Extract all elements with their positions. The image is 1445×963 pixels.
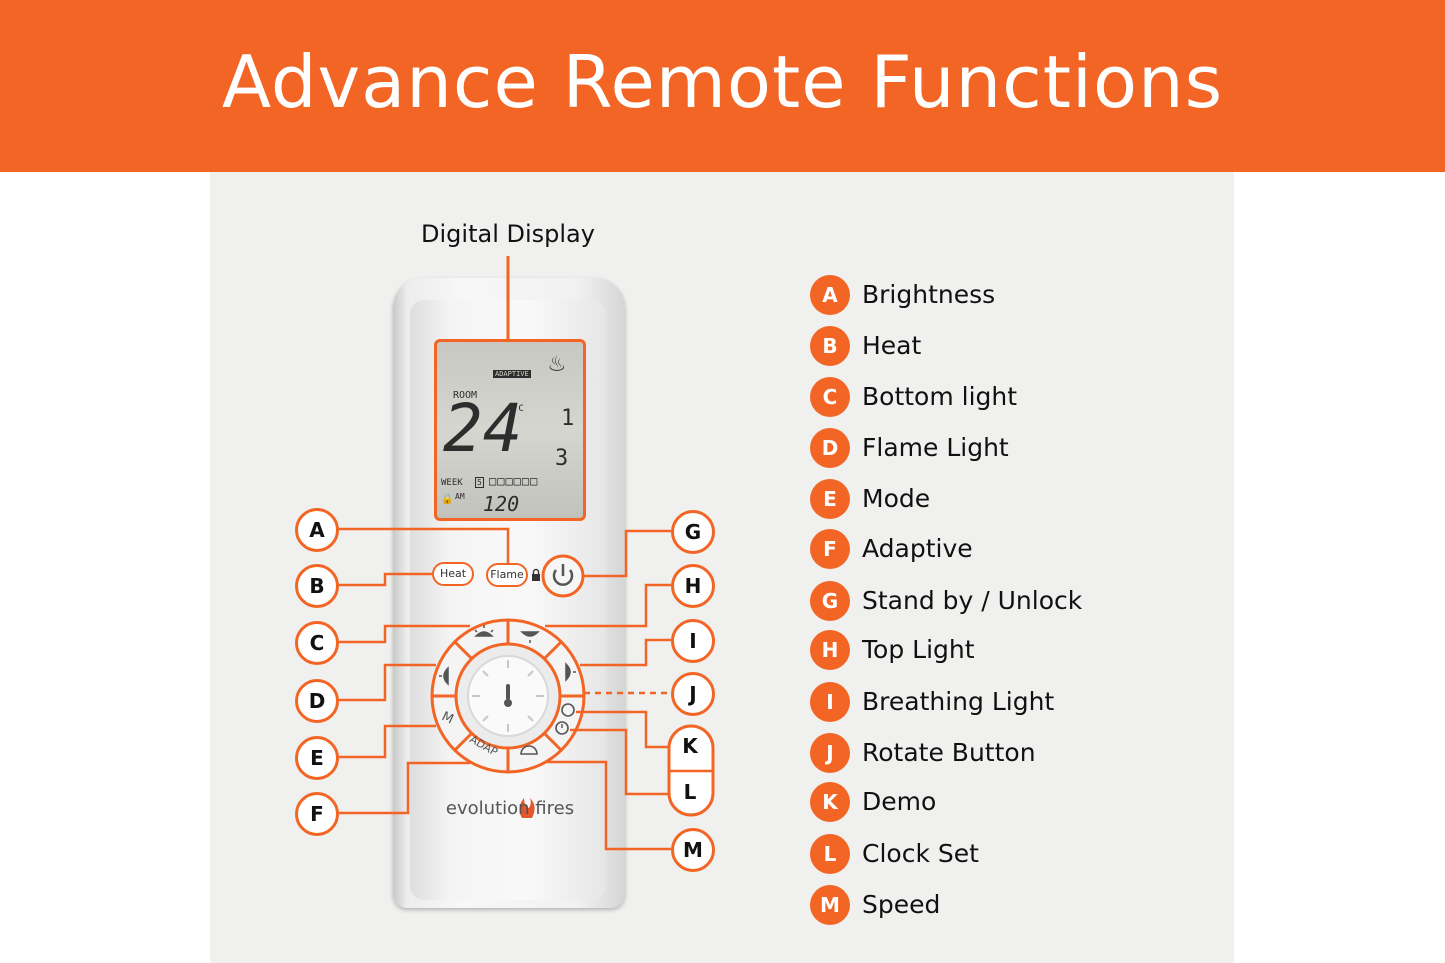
page-title: Advance Remote Functions bbox=[221, 40, 1224, 124]
callout-f: F bbox=[295, 792, 339, 836]
header-bar: Advance Remote Functions bbox=[0, 0, 1445, 172]
legend-letter: A bbox=[810, 275, 850, 315]
lcd-day-boxes: □□□□□□ bbox=[489, 474, 539, 488]
callout-m: M bbox=[671, 828, 715, 872]
clock-icon bbox=[555, 721, 569, 735]
lcd-room-label: ROOM bbox=[453, 390, 478, 401]
legend-label: Top Light bbox=[862, 635, 975, 664]
legend-label: Breathing Light bbox=[862, 687, 1055, 716]
power-button[interactable] bbox=[541, 554, 585, 598]
lcd-unit: °C bbox=[513, 404, 524, 414]
legend-letter: L bbox=[810, 834, 850, 874]
legend-letter: D bbox=[810, 428, 850, 468]
legend-letter: B bbox=[810, 326, 850, 366]
callout-l: L bbox=[683, 780, 697, 804]
legend-letter: M bbox=[810, 885, 850, 925]
heat-button[interactable]: Heat bbox=[432, 562, 474, 586]
lcd-time: 120 bbox=[483, 492, 520, 516]
legend-label: Heat bbox=[862, 331, 922, 360]
lcd-level-1: 1 bbox=[561, 406, 575, 431]
legend-letter: C bbox=[810, 377, 850, 417]
callout-a: A bbox=[295, 508, 339, 552]
callout-b: B bbox=[295, 564, 339, 608]
top-light-icon bbox=[520, 631, 540, 643]
callout-h: H bbox=[671, 564, 715, 608]
legend-label: Mode bbox=[862, 484, 931, 513]
lcd-temperature: 24 bbox=[443, 390, 523, 467]
callout-j: J bbox=[671, 672, 715, 716]
legend-label: Bottom light bbox=[862, 382, 1018, 411]
legend-letter: F bbox=[810, 529, 850, 569]
legend-letter: K bbox=[810, 782, 850, 822]
callout-i: I bbox=[671, 619, 715, 663]
lock-icon: 🔒 bbox=[441, 494, 454, 505]
legend-label: Clock Set bbox=[862, 839, 979, 868]
callout-c: C bbox=[295, 621, 339, 665]
legend-label: Flame Light bbox=[862, 433, 1009, 462]
speed-icon bbox=[520, 745, 538, 755]
legend-letter: I bbox=[810, 682, 850, 722]
digital-display: ADAPTIVE ♨ ROOM 24 °C 1 3 WEEK 5 □□□□□□ … bbox=[434, 339, 586, 521]
evolution-fires-logo: evolution fires bbox=[445, 798, 575, 819]
legend-label: Stand by / Unlock bbox=[862, 586, 1083, 615]
callout-d: D bbox=[295, 679, 339, 723]
flame-button[interactable]: Flame bbox=[486, 563, 528, 587]
legend-letter: E bbox=[810, 479, 850, 519]
callout-g: G bbox=[671, 510, 715, 554]
legend-letter: G bbox=[810, 581, 850, 621]
callout-k: K bbox=[682, 734, 698, 758]
legend-label: Rotate Button bbox=[862, 738, 1036, 767]
legend-label: Demo bbox=[862, 787, 937, 816]
lcd-adaptive-indicator: ADAPTIVE bbox=[493, 370, 531, 378]
lcd-level-2: 3 bbox=[555, 446, 569, 471]
evolution-fires-logo-flame bbox=[519, 798, 535, 818]
legend-label: Brightness bbox=[862, 280, 996, 309]
bottom-light-icon bbox=[474, 625, 494, 637]
thermometer-icon bbox=[504, 684, 512, 707]
flame-light-icon bbox=[439, 666, 449, 686]
lcd-am-label: AM bbox=[455, 492, 465, 501]
lock-icon bbox=[532, 568, 540, 581]
demo-icon bbox=[561, 703, 575, 717]
callout-e: E bbox=[295, 736, 339, 780]
flame-icon: ♨ bbox=[549, 348, 565, 378]
legend-letter: H bbox=[810, 630, 850, 670]
breathing-light-icon bbox=[565, 662, 576, 682]
lcd-week-label: WEEK bbox=[441, 478, 463, 488]
legend-label: Speed bbox=[862, 890, 941, 919]
legend-label: Adaptive bbox=[862, 534, 973, 563]
lcd-week-day: 5 bbox=[475, 477, 484, 488]
digital-display-label: Digital Display bbox=[421, 220, 595, 248]
legend-letter: J bbox=[810, 733, 850, 773]
